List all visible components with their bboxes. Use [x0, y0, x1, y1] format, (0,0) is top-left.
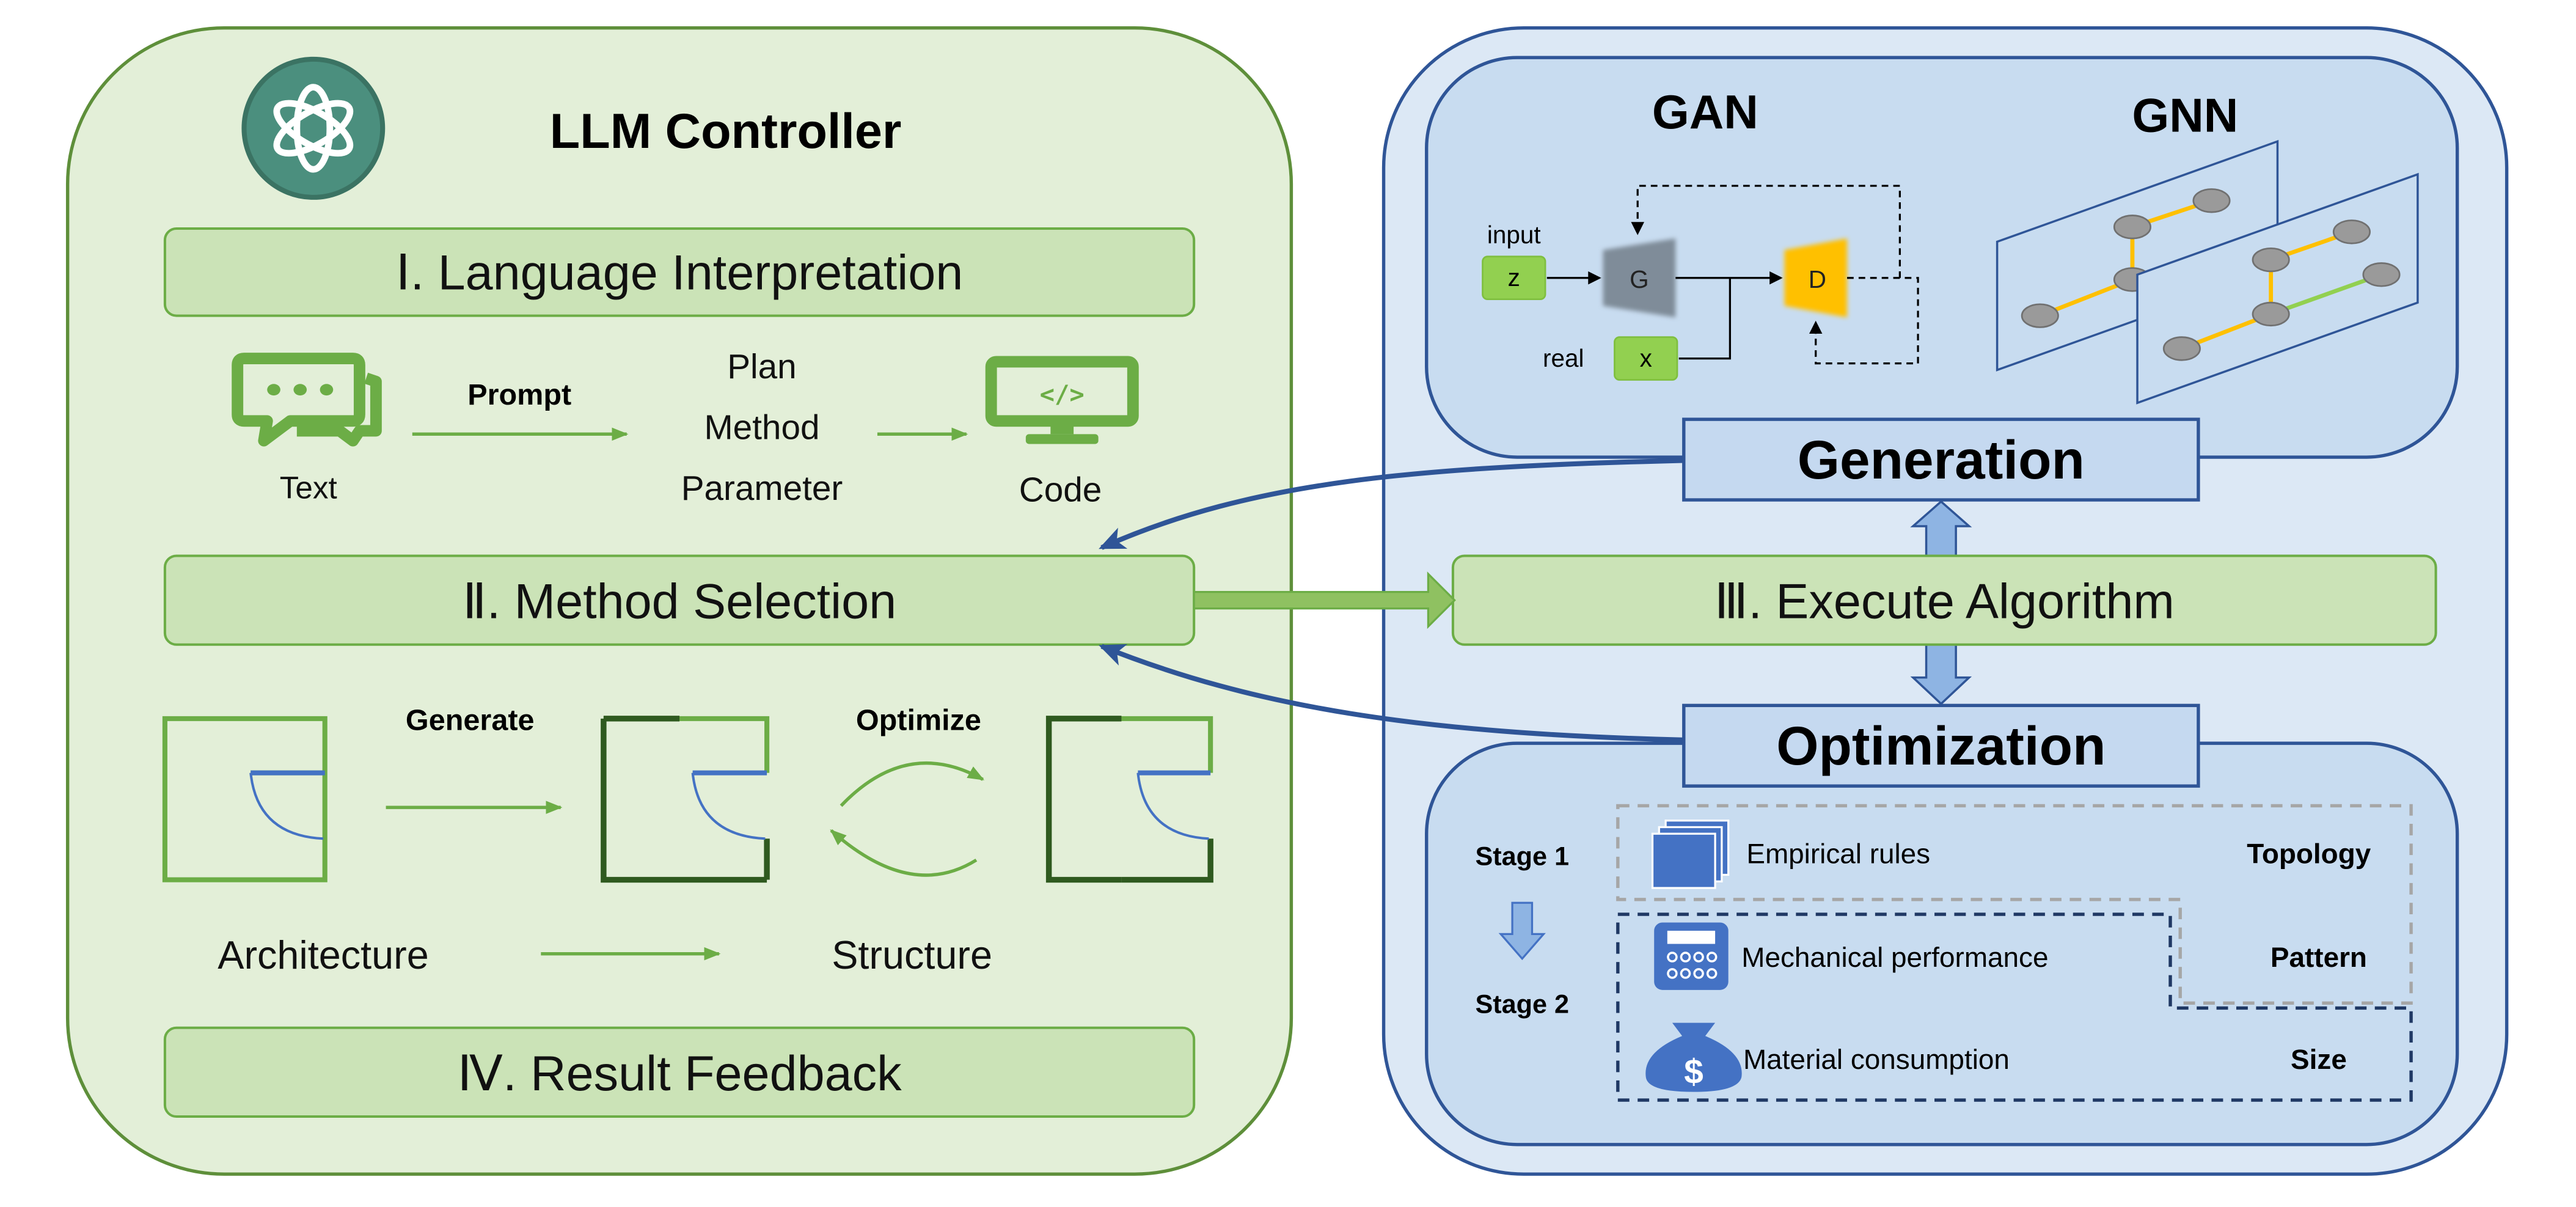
- parameter-label: Parameter: [681, 469, 843, 507]
- optimization-feedback-arrow: [1098, 644, 1684, 743]
- step-method-selection: Ⅱ. Method Selection: [463, 574, 896, 629]
- method-label: Method: [704, 408, 819, 447]
- row2-tag: Pattern: [2270, 942, 2367, 973]
- svg-text:$: $: [1684, 1052, 1703, 1091]
- topology-region: [1616, 804, 2413, 1005]
- row2-text: Mechanical performance: [1741, 942, 2048, 973]
- llm-controller-title: LLM Controller: [550, 104, 902, 159]
- gan-x-connector: [1678, 277, 1731, 360]
- gan-real-label: real: [1543, 344, 1584, 372]
- gan-d-label: D: [1809, 265, 1826, 293]
- gan-feedback-top: [1631, 185, 1901, 278]
- step-language-interpretation: Ⅰ. Language Interpretation: [396, 246, 964, 301]
- optimize-label: Optimize: [856, 704, 981, 737]
- gan-z-box: [1482, 255, 1546, 301]
- row1-text: Empirical rules: [1746, 838, 1930, 870]
- selection-to-execute-arrow: [1193, 571, 1456, 629]
- optimize-arrow-back: [830, 829, 978, 877]
- step-box-language-interpretation: [163, 227, 1196, 317]
- plan-label: Plan: [727, 347, 796, 386]
- generation-label: Generation: [1798, 429, 2085, 490]
- algorithm-panel: GAN GNN input z G real x D: [1381, 26, 2509, 1176]
- step-result-feedback: Ⅳ. Result Feedback: [457, 1046, 902, 1101]
- stage1-label: Stage 1: [1475, 842, 1569, 871]
- pattern-size-region: [1616, 912, 2413, 1102]
- step-execute-algorithm: Ⅲ. Execute Algorithm: [1714, 574, 2175, 629]
- chat-dots: [267, 384, 334, 396]
- gan-g-label: G: [1630, 265, 1648, 293]
- row1-tag: Topology: [2247, 838, 2371, 870]
- gnn-title: GNN: [2132, 88, 2238, 142]
- text-label: Text: [280, 470, 337, 505]
- openai-logo-icon: [241, 56, 386, 200]
- architecture-label: Architecture: [218, 933, 429, 977]
- step-box-result-feedback: [163, 1026, 1196, 1118]
- row3-text: Material consumption: [1743, 1044, 2010, 1075]
- gan-input-label: input: [1487, 221, 1541, 249]
- gan-z-label: z: [1508, 263, 1520, 292]
- chat-bubbles-icon: [232, 353, 382, 447]
- gan-x-label: x: [1640, 344, 1652, 372]
- floor-plan-structure: [1045, 716, 1213, 883]
- money-bag-icon: $: [1645, 1022, 1742, 1092]
- stage-arrow: [1498, 901, 1546, 961]
- gnn-graph-front: [2136, 172, 2419, 405]
- prompt-label: Prompt: [467, 378, 571, 411]
- row3-tag: Size: [2291, 1044, 2347, 1075]
- floor-plan-architecture: [162, 716, 327, 882]
- optimization-box: [1682, 703, 2200, 788]
- monitor-code-icon: </>: [985, 356, 1139, 444]
- gan-x-box: [1614, 336, 1678, 381]
- generation-box: [1682, 417, 2200, 502]
- llm-controller-panel: LLM Controller Ⅰ. Language Interpretatio…: [65, 26, 1293, 1176]
- optimize-arrow-forward: [840, 761, 985, 807]
- svg-text:</>: </>: [1040, 380, 1085, 409]
- stage2-label: Stage 2: [1475, 990, 1569, 1019]
- gnn-graph-back: [1996, 139, 2279, 372]
- optimization-label: Optimization: [1776, 715, 2106, 776]
- code-label: Code: [1019, 471, 1102, 509]
- execute-to-optimization-arrow: [1910, 644, 1972, 706]
- calculator-icon: [1654, 922, 1729, 990]
- structure-label: Structure: [832, 933, 992, 977]
- gan-title: GAN: [1652, 85, 1758, 139]
- cubes-icon: [1651, 820, 1730, 889]
- gan-generator-shape: [1603, 238, 1676, 318]
- generation-feedback-arrow: [1099, 458, 1684, 550]
- gan-discriminator-shape: [1784, 238, 1848, 318]
- floor-plan-generated: [601, 716, 770, 883]
- generate-label: Generate: [406, 704, 535, 737]
